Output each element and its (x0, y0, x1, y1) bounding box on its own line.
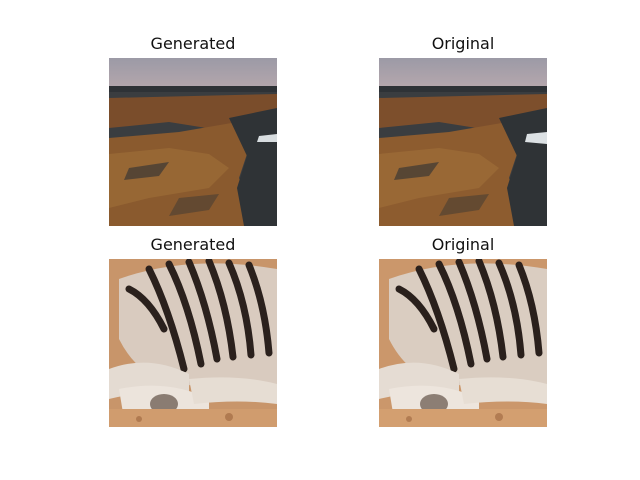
generated-landscape-image (109, 58, 277, 226)
panel-title-generated: Generated (150, 34, 236, 53)
panel-title-original: Original (431, 34, 495, 53)
original-landscape-image (379, 58, 547, 226)
original-zebra-image (379, 259, 547, 427)
panel-title-original: Original (431, 235, 495, 254)
generated-zebra-image (109, 259, 277, 427)
panel-title-generated: Generated (150, 235, 236, 254)
